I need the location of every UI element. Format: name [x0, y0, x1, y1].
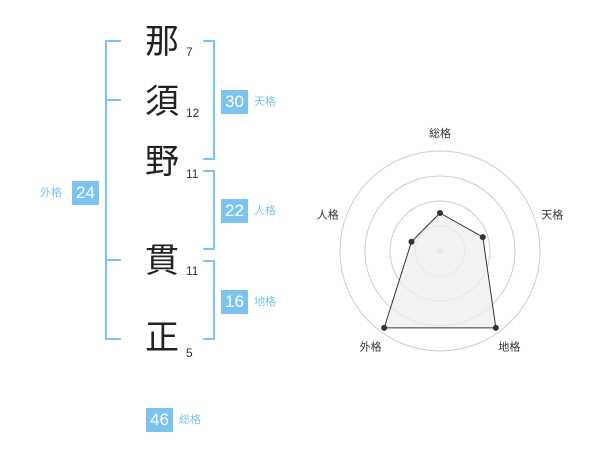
- radar-axis-label-5: 人格: [317, 208, 339, 222]
- radar-ring-4: [339, 150, 541, 352]
- radar-point-5: [408, 238, 415, 245]
- stroke-count-1: 7: [186, 45, 193, 59]
- tenkaku-value: 30: [221, 90, 248, 114]
- radar-axis-label-4: 外格: [360, 339, 382, 353]
- radar-point-4: [381, 324, 388, 331]
- stroke-count-5: 5: [186, 346, 193, 360]
- name-char-4: 貫: [145, 241, 179, 281]
- chikaku-value: 16: [221, 290, 248, 314]
- stroke-count-3: 11: [186, 167, 199, 181]
- radar-point-2: [479, 234, 486, 241]
- radar-score-polygon: [383, 212, 497, 329]
- tenkaku-label: 天格: [254, 95, 276, 108]
- soukaku-label: 総格: [179, 413, 201, 426]
- name-char-1: 那: [145, 22, 179, 62]
- name-char-3: 野: [145, 142, 179, 182]
- radar-point-1: [437, 210, 443, 216]
- name-char-2: 須: [145, 82, 179, 122]
- gaikaku-label: 外格: [40, 186, 62, 199]
- stroke-count-2: 12: [186, 106, 200, 120]
- stroke-count-4: 11: [186, 264, 199, 278]
- radar-point-3: [492, 324, 499, 331]
- radar-axis-label-1: 総格: [429, 126, 451, 140]
- radar-axis-label-2: 天格: [541, 208, 563, 222]
- gaikaku-value: 24: [72, 181, 99, 205]
- radar-axis-label-3: 地格: [498, 339, 520, 353]
- name-char-5: 正: [145, 318, 179, 358]
- soukaku-value: 46: [146, 408, 173, 432]
- jinkaku-value: 22: [221, 199, 248, 223]
- jinkaku-label: 人格: [254, 204, 276, 217]
- chikaku-label: 地格: [254, 295, 276, 308]
